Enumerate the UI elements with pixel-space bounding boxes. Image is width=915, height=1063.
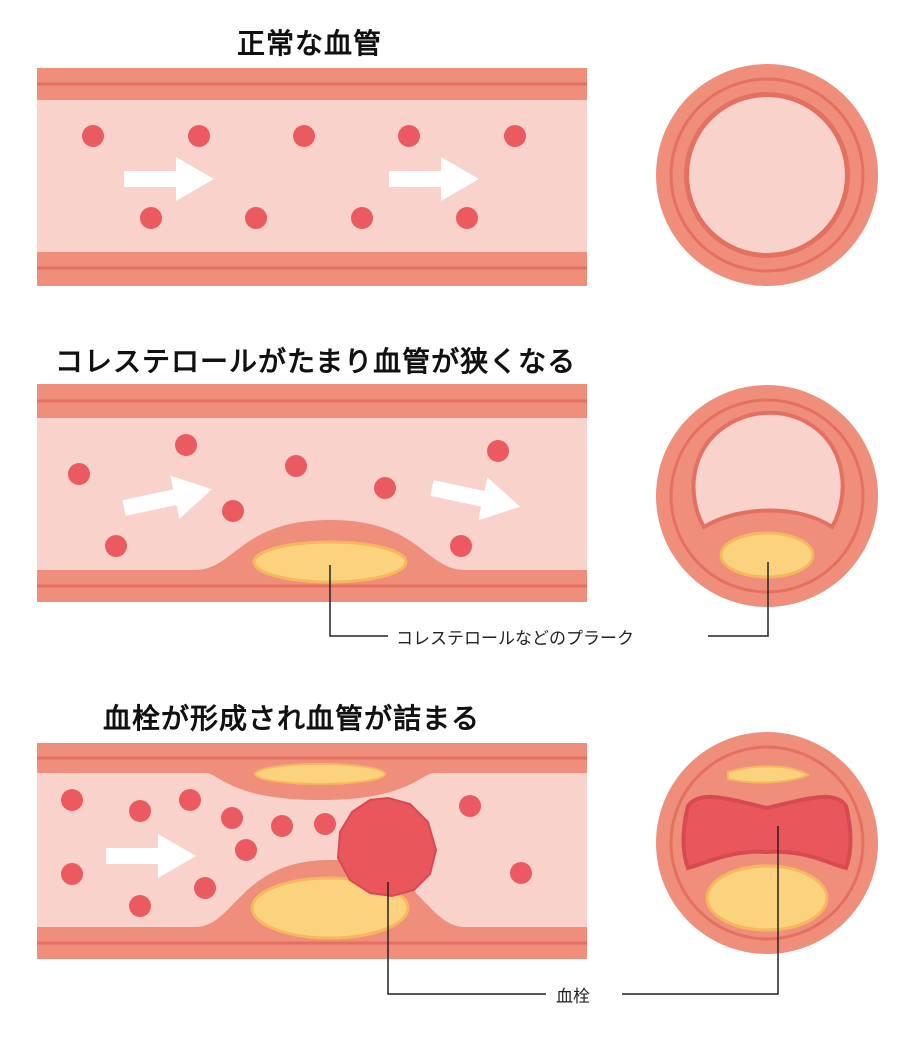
clot-cross-section — [656, 732, 878, 954]
normal-cross-section — [656, 64, 878, 286]
normal-vessel-title: 正常な血管 — [237, 27, 383, 60]
clot-vessel-title: 血栓が形成され血管が詰まる — [103, 702, 481, 735]
clot-blood-cells — [61, 789, 532, 917]
plaque-callout-label: コレステロールなどのプラーク — [390, 624, 640, 649]
narrowing-blood-cells — [68, 434, 509, 557]
narrowing-cross-section — [656, 385, 878, 607]
plaque-callout-line — [329, 562, 769, 637]
clot-callout-line — [387, 826, 779, 995]
normal-blood-cells — [82, 125, 526, 229]
blood-clot — [336, 796, 438, 898]
clot-callout-label: 血栓 — [550, 982, 596, 1007]
narrowing-vessel-title: コレステロールがたまり血管が狭くなる — [55, 345, 577, 378]
normal-vessel-section — [37, 68, 587, 286]
